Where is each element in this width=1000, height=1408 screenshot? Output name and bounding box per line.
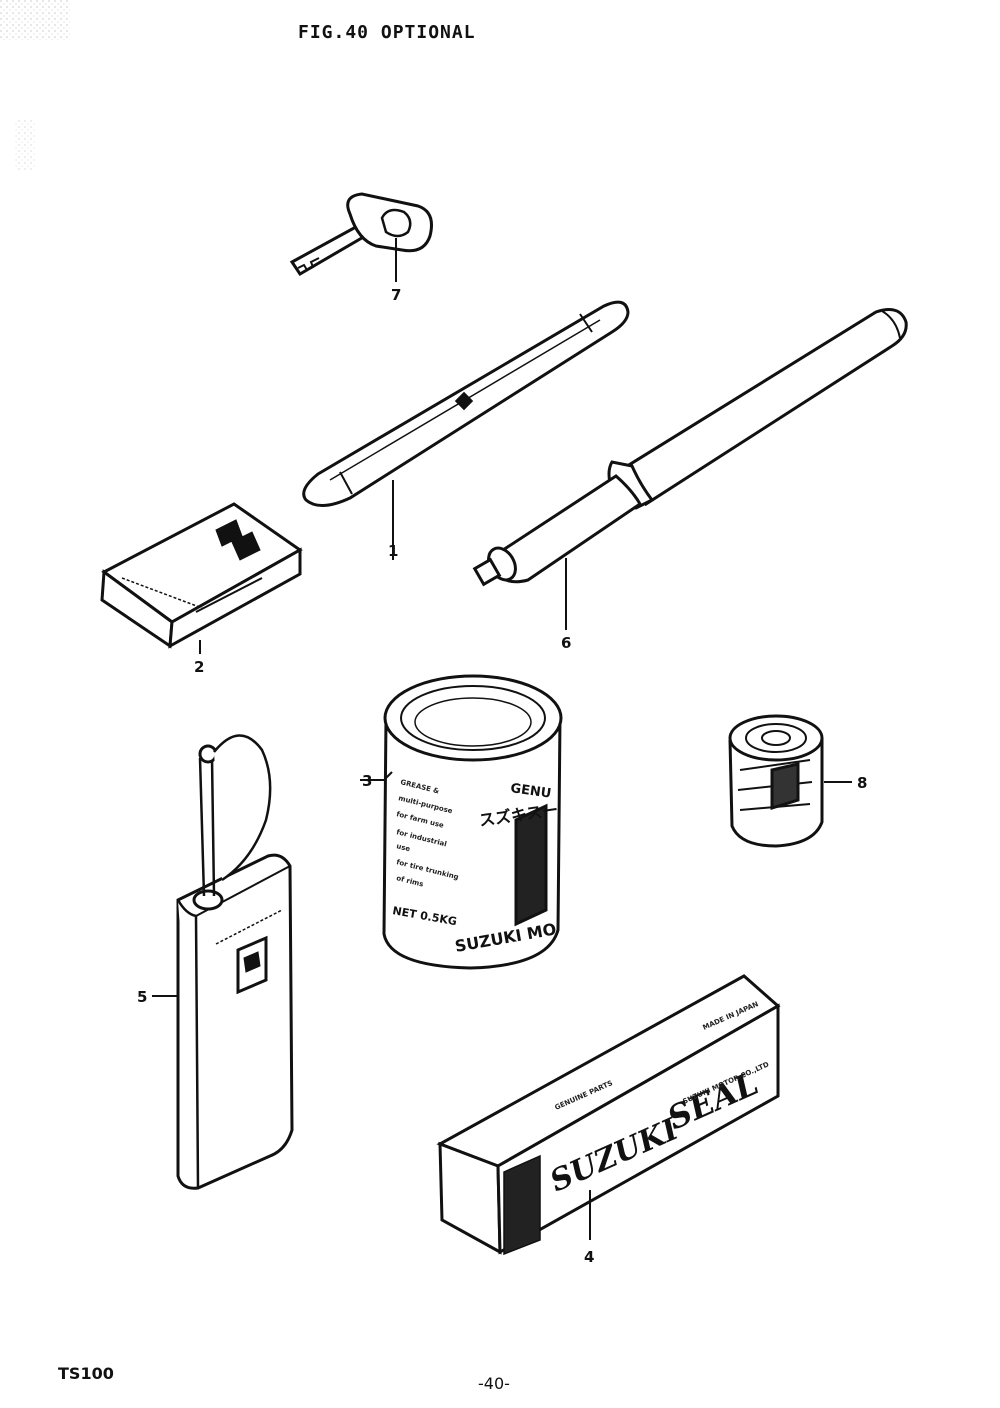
suzuki-seal-box-illustration — [436, 974, 781, 1256]
svg-text:GENU: GENU — [509, 781, 552, 802]
key-illustration — [289, 192, 433, 282]
svg-text:use: use — [396, 842, 412, 853]
small-tin-illustration — [728, 714, 852, 848]
callout-4: 4 — [584, 1248, 594, 1266]
callout-5: 5 — [137, 988, 147, 1006]
callout-1: 1 — [388, 542, 398, 560]
tire-pump-illustration — [472, 308, 908, 630]
grease-can-illustration — [360, 674, 563, 970]
callout-8: 8 — [857, 774, 867, 792]
callout-6: 6 — [561, 634, 571, 652]
tire-lever-illustration — [302, 300, 630, 560]
repair-kit-box-illustration — [100, 502, 303, 654]
oil-can-illustration — [152, 734, 294, 1190]
callout-2: 2 — [194, 658, 204, 676]
callout-3: 3 — [362, 772, 372, 790]
callout-7: 7 — [391, 286, 401, 304]
figure-title: FIG.40 OPTIONAL — [298, 22, 476, 43]
page-number: -40- — [478, 1374, 510, 1393]
scan-noise — [0, 0, 70, 170]
model-code: TS100 — [58, 1364, 114, 1383]
